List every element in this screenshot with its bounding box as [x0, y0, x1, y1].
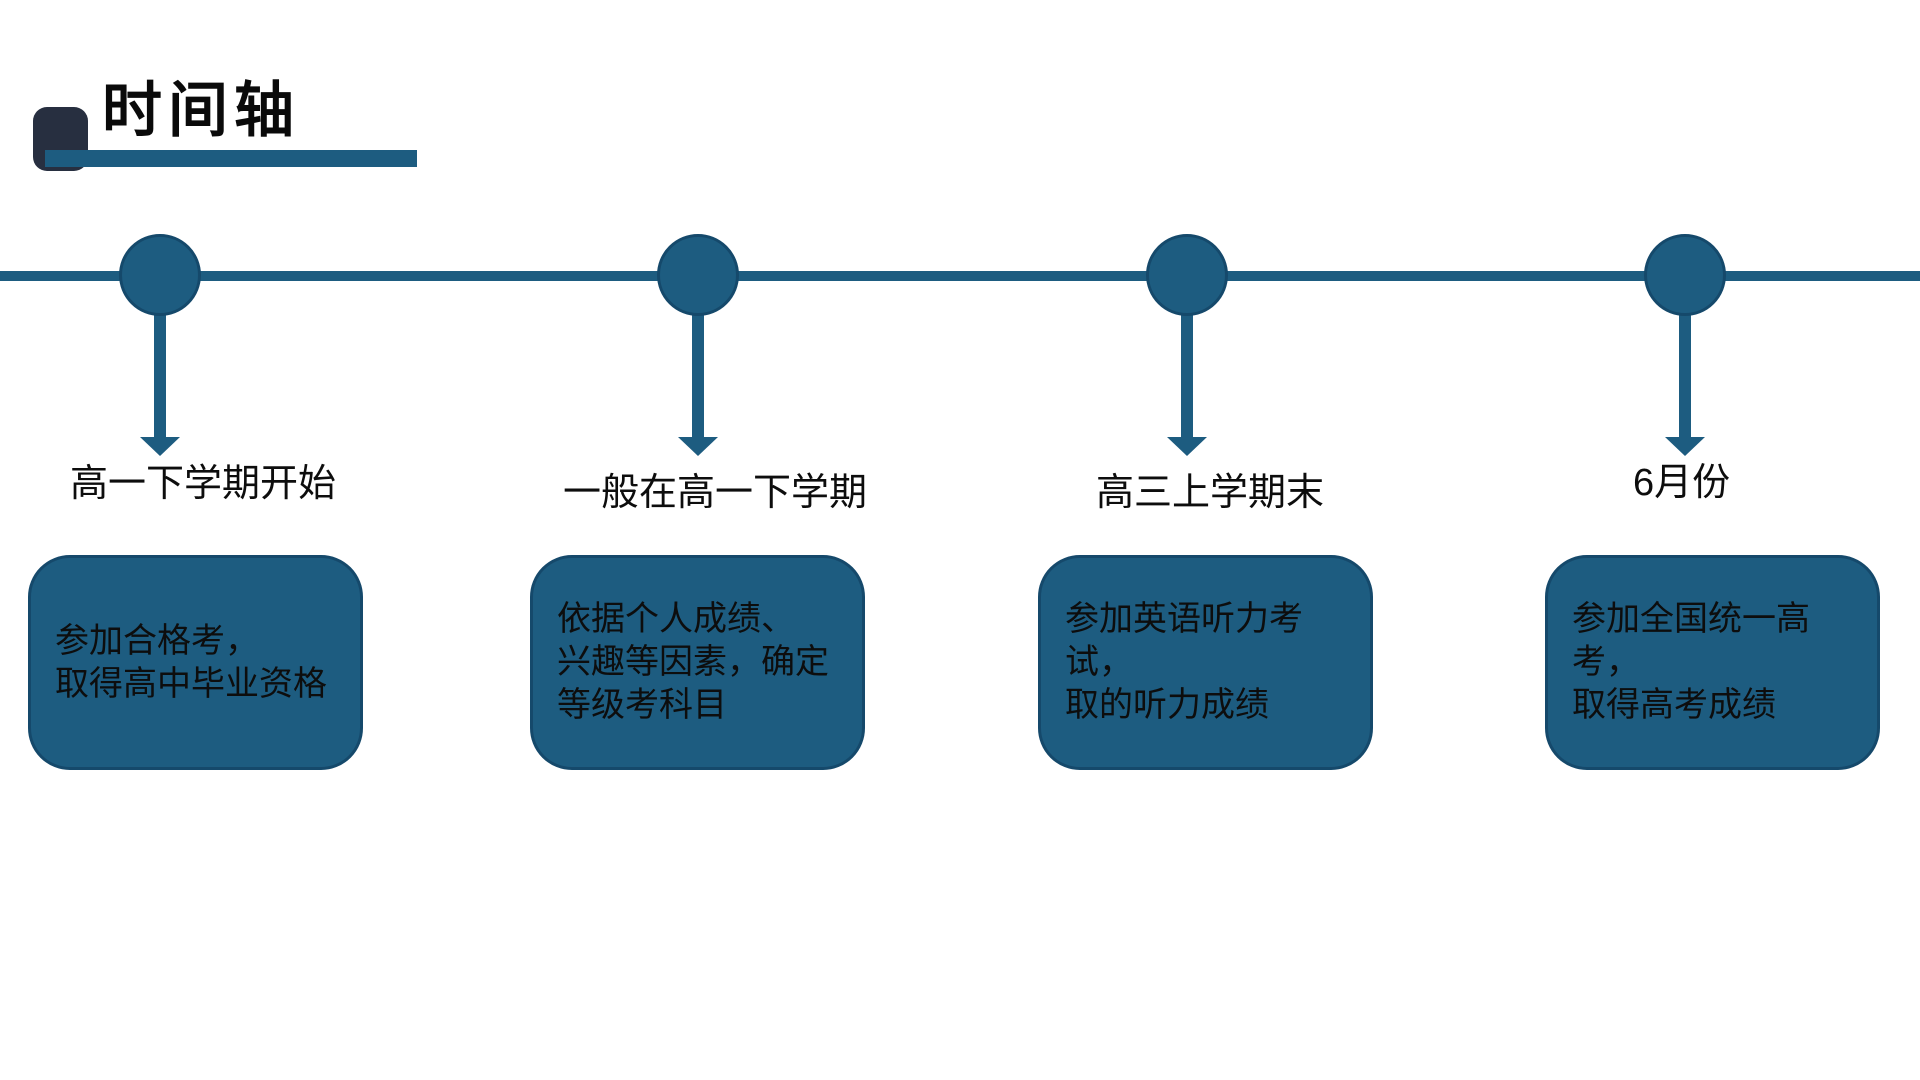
- timeline-axis-line: [0, 271, 1920, 281]
- arrow-stem: [154, 300, 166, 438]
- title-underline-bar: [45, 150, 417, 167]
- arrow-stem: [692, 300, 704, 438]
- milestone-card: 参加英语听力考试， 取的听力成绩: [1038, 555, 1373, 770]
- arrow-stem: [1181, 300, 1193, 438]
- timeline-node-circle: [1146, 234, 1228, 316]
- arrow-down-icon: [1665, 437, 1705, 456]
- timeline-node-circle: [657, 234, 739, 316]
- arrow-down-icon: [678, 437, 718, 456]
- milestone-card: 参加合格考， 取得高中毕业资格: [28, 555, 363, 770]
- arrow-down-icon: [140, 437, 180, 456]
- milestone-date-label: 一般在高一下学期: [563, 472, 868, 514]
- page-title: 时间轴: [102, 77, 300, 144]
- milestone-description: 依据个人成绩、 兴趣等因素，确定 等级考科目: [557, 600, 829, 724]
- timeline-node-circle: [1644, 234, 1726, 316]
- milestone-date-label: 高一下学期开始: [70, 463, 337, 505]
- timeline-node-circle: [119, 234, 201, 316]
- milestone-date-label: 6月份: [1633, 462, 1731, 504]
- milestone-description: 参加合格考， 取得高中毕业资格: [55, 621, 327, 703]
- milestone-description: 参加英语听力考试， 取的听力成绩: [1065, 600, 1303, 724]
- milestone-card: 依据个人成绩、 兴趣等因素，确定 等级考科目: [530, 555, 865, 770]
- arrow-stem: [1679, 300, 1691, 438]
- milestone-description: 参加全国统一高考， 取得高考成绩: [1572, 600, 1810, 724]
- arrow-down-icon: [1167, 437, 1207, 456]
- milestone-date-label: 高三上学期末: [1096, 472, 1325, 514]
- milestone-card: 参加全国统一高考， 取得高考成绩: [1545, 555, 1880, 770]
